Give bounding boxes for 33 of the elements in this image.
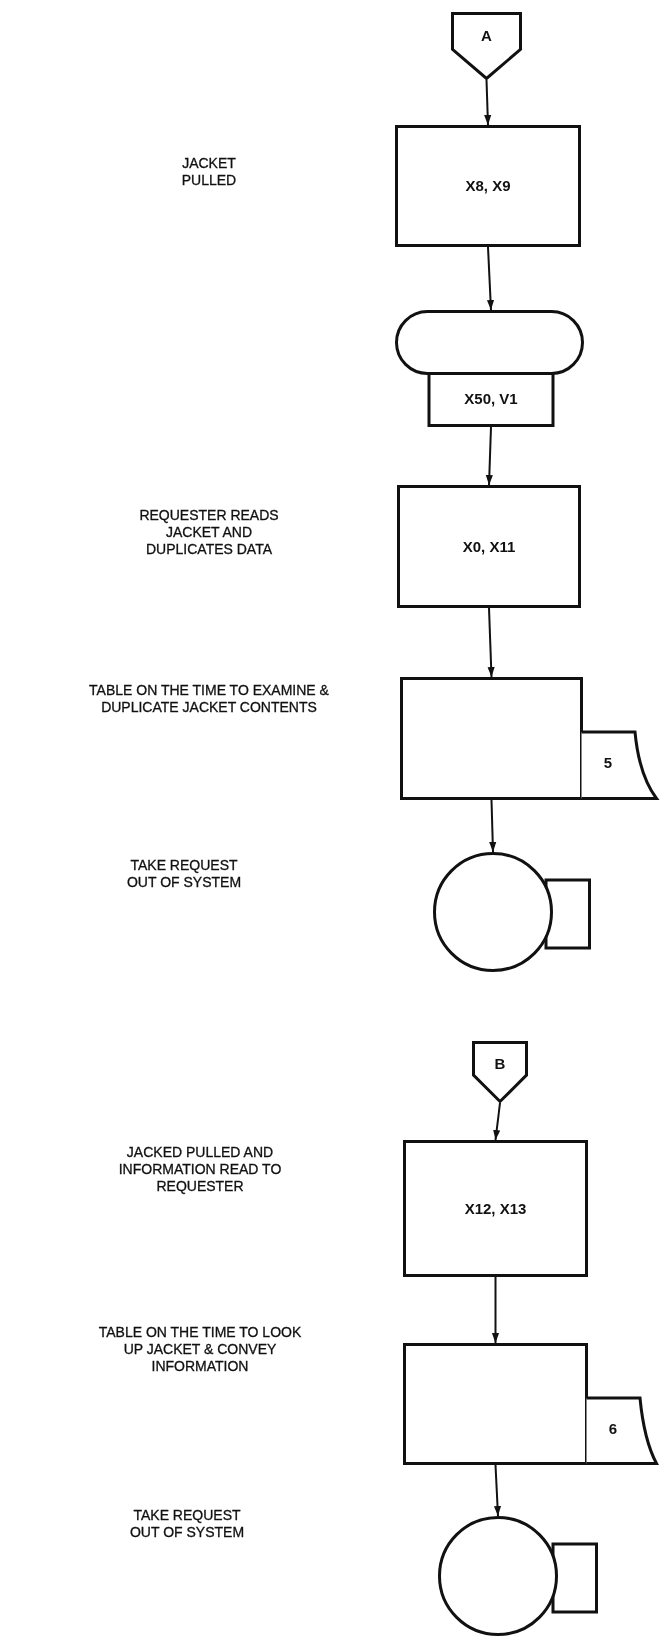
arrow bbox=[487, 607, 495, 678]
exit-circle-symbol bbox=[438, 1516, 598, 1636]
step-codes: X8, X9 bbox=[464, 177, 512, 194]
tab-number: 6 bbox=[607, 1420, 619, 1437]
tab-number: 5 bbox=[602, 754, 614, 771]
arrow bbox=[489, 799, 497, 853]
arrow bbox=[491, 1276, 500, 1344]
step-description: JACKED PULLED AND INFORMATION READ TO REQUESTER bbox=[117, 1144, 283, 1195]
arrow bbox=[493, 1464, 502, 1517]
arrow bbox=[485, 426, 493, 486]
offpage-connector bbox=[451, 12, 522, 80]
exit-circle-symbol bbox=[433, 852, 591, 972]
step-description: TAKE REQUEST OUT OF SYSTEM bbox=[128, 1507, 246, 1541]
connector-label: A bbox=[480, 26, 493, 44]
step-codes: X12, X13 bbox=[463, 1199, 528, 1217]
process-box bbox=[397, 485, 581, 608]
step-description: REQUESTER READS JACKET AND DUPLICATES DATA bbox=[138, 507, 280, 558]
arrow bbox=[493, 1102, 501, 1141]
connector-label: B bbox=[493, 1054, 507, 1072]
arrow bbox=[484, 79, 492, 126]
step-description: JACKET PULLED bbox=[180, 155, 238, 189]
step-codes: X0, X11 bbox=[461, 537, 517, 555]
offpage-connector bbox=[472, 1041, 528, 1103]
process-box bbox=[395, 125, 581, 247]
step-description: TABLE ON THE TIME TO LOOK UP JACKET & CONVEY INFORMATION bbox=[97, 1324, 303, 1375]
process-box bbox=[403, 1140, 588, 1277]
step-codes: X50, V1 bbox=[463, 390, 519, 407]
arrow bbox=[486, 246, 495, 311]
step-description: TABLE ON THE TIME TO EXAMINE & DUPLICATE JACKET CONTENTS bbox=[88, 682, 330, 716]
process-box-with-tab bbox=[403, 1343, 658, 1465]
step-description: TAKE REQUEST OUT OF SYSTEM bbox=[125, 857, 243, 891]
storage-symbol bbox=[395, 310, 584, 427]
process-box-with-tab bbox=[400, 677, 658, 800]
